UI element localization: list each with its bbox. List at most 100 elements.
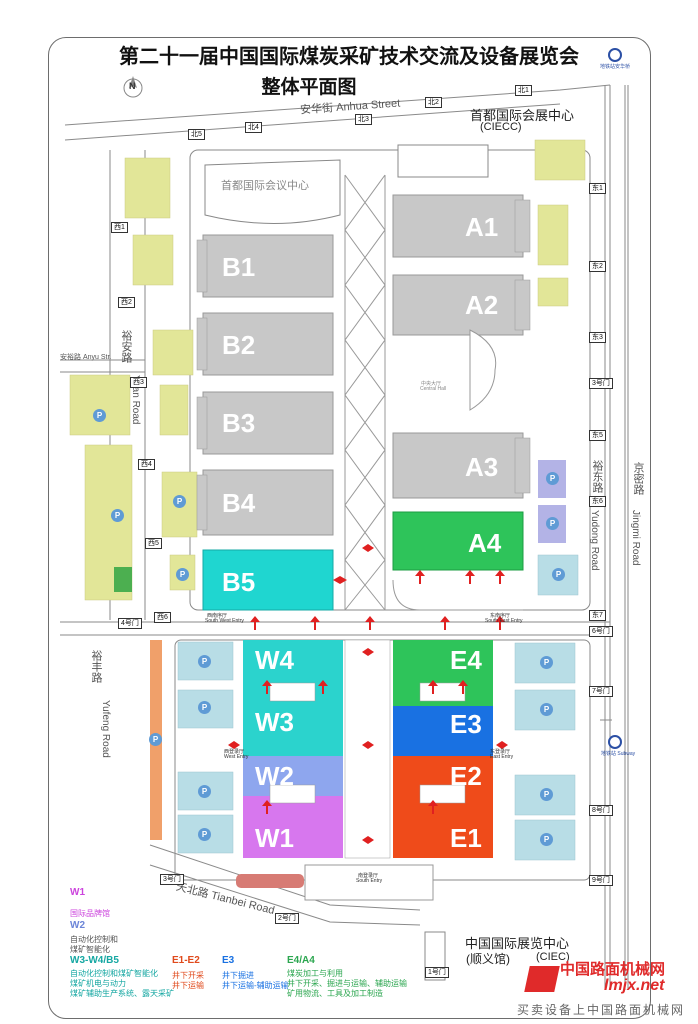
legend-w3-heading: W3-W4/B5 [70, 955, 119, 966]
legend-w3-text-2: 煤矿机电与动力 [70, 979, 126, 988]
legend-w2-text-2: 煤矿智能化 [70, 945, 110, 954]
watermark-brand: 中国路面机械网 [560, 961, 666, 978]
hall-A4 [392, 511, 524, 571]
conference-center [204, 159, 341, 224]
hall-E1 [393, 806, 493, 858]
brand-logo-icon [524, 966, 560, 992]
legend-w1-heading: W1 [70, 887, 85, 898]
hall-B4-label: B4 [222, 488, 256, 518]
road-jingmi-en: Jingmi Road [630, 510, 641, 566]
gate-n3: 北3 [355, 114, 372, 125]
gate-e3: 东3 [589, 332, 606, 343]
road-jingmi: 京密路 [632, 462, 644, 495]
entry-southwest-en: South West Entry [205, 618, 244, 624]
hall-W3-label: W3 [255, 707, 294, 737]
road-yuan: 裕安路 [120, 330, 132, 363]
legend-e1-text-1: 井下开采 [172, 971, 204, 980]
legend-e3-text-1: 井下掘进 [222, 971, 254, 980]
parking-icon: P [540, 656, 553, 669]
venue-conference: 首都国际会议中心 [221, 180, 309, 192]
subway-label-2: 地铁站 Subway [601, 751, 636, 757]
north-label: N [129, 81, 136, 91]
entry-southwest: 西南序厅 [207, 613, 228, 619]
gate-e5: 东5 [589, 430, 606, 441]
legend-e3-text-2: 井下运输-辅助运输 [222, 981, 289, 990]
hall-E3 [393, 706, 493, 756]
legend-e3-heading: E3 [222, 955, 235, 966]
gate-n5: 北5 [188, 129, 205, 140]
hall-W3 [243, 703, 343, 756]
gate-w3: 西3 [130, 377, 147, 388]
road-yudong-en: Yudong Road [589, 510, 600, 571]
entry-south: 南登录厅 [358, 873, 379, 879]
hall-A4-label: A4 [468, 528, 502, 558]
gate-g8: 8号门 [589, 805, 613, 816]
parking-icon: P [552, 568, 565, 581]
hall-A2-label: A2 [465, 290, 499, 320]
subway-icon [608, 48, 622, 62]
legend-w2-heading: W2 [70, 920, 85, 931]
parking-icon: P [93, 409, 106, 422]
gate-e2: 东2 [589, 261, 606, 272]
gate-n1: 北1 [515, 85, 532, 96]
gate-g3-south: 3号门 [160, 874, 184, 885]
legend-e4-text-1: 煤炭加工与利用 [287, 969, 343, 978]
parking-icon: P [540, 833, 553, 846]
hall-A1-label: A1 [465, 212, 499, 242]
road-anyu: 安裕路 Anyu Str. [60, 354, 112, 361]
hall-B5-label: B5 [222, 567, 256, 597]
access-arrows [228, 544, 508, 844]
hall-W2-label: W2 [255, 761, 294, 791]
hall-B2-label: B2 [222, 330, 256, 360]
gate-g9: 9号门 [589, 875, 613, 886]
watermark-slogan: 买卖设备上中国路面机械网 [517, 1003, 686, 1017]
hall-E4-label: E4 [450, 645, 482, 675]
legend-e1-heading: E1-E2 [172, 955, 200, 966]
gate-w4: 西4 [138, 459, 155, 470]
entry-west: 西登录厅 [224, 749, 245, 755]
legend-w1-text: 国际品牌馆 [70, 909, 110, 918]
gate-e6: 东6 [589, 496, 606, 507]
hall-W1 [243, 796, 343, 858]
subway-icon [608, 735, 622, 749]
gate-w2: 西2 [118, 297, 135, 308]
entry-east-en: East Entry [490, 754, 514, 760]
parking-icon: P [173, 495, 186, 508]
gate-g4: 4号门 [118, 618, 142, 629]
parking-icon: P [546, 472, 559, 485]
road-yuan-en: Yuan Road [130, 375, 141, 425]
gate-g3: 3号门 [589, 378, 613, 389]
hall-B3-label: B3 [222, 408, 256, 438]
hall-B1-label: B1 [222, 252, 256, 282]
entry-south-en: South Entry [356, 878, 383, 884]
legend-e4-text-2: 井下开采、掘进与运输、辅助运输 [287, 979, 407, 988]
subway-label: 地铁站安华桥 [600, 64, 631, 70]
gate-g1: 1号门 [425, 967, 449, 978]
gate-g7: 7号门 [589, 686, 613, 697]
venue-ciec-en: (CIEC) [536, 951, 570, 963]
parking-icon: P [546, 517, 559, 530]
road-yufeng-en: Yufeng Road [100, 700, 111, 758]
road-yudong: 裕东路 [591, 460, 603, 493]
gate-g2: 2号门 [275, 913, 299, 924]
entry-west-en: West Entry [224, 754, 249, 760]
legend-w2-text-1: 自动化控制和 [70, 935, 118, 944]
entry-southeast: 东南序厅 [490, 613, 511, 619]
south-entry [304, 864, 434, 901]
venue-ciec-2: (顺义馆) [466, 952, 510, 966]
watermark-domain: lmjx.net [604, 977, 665, 994]
gate-e1: 东1 [589, 183, 606, 194]
legend-w3-text-3: 煤矿辅助生产系统、露天采矿 [70, 989, 174, 998]
entry-southeast-en: South East Entry [485, 618, 523, 624]
venue-ciecc-en: (CIECC) [480, 121, 522, 133]
legend-e1-text-2: 井下运输 [172, 981, 204, 990]
map-subtitle: 整体平面图 [261, 76, 357, 98]
parking-icon: P [198, 701, 211, 714]
hall-E2-label: E2 [450, 761, 482, 791]
gate-n4: 北4 [245, 122, 262, 133]
hall-E1-label: E1 [450, 823, 482, 853]
parking-icon: P [540, 788, 553, 801]
gate-n2: 北2 [425, 97, 442, 108]
legend-e4-heading: E4/A4 [287, 955, 315, 966]
